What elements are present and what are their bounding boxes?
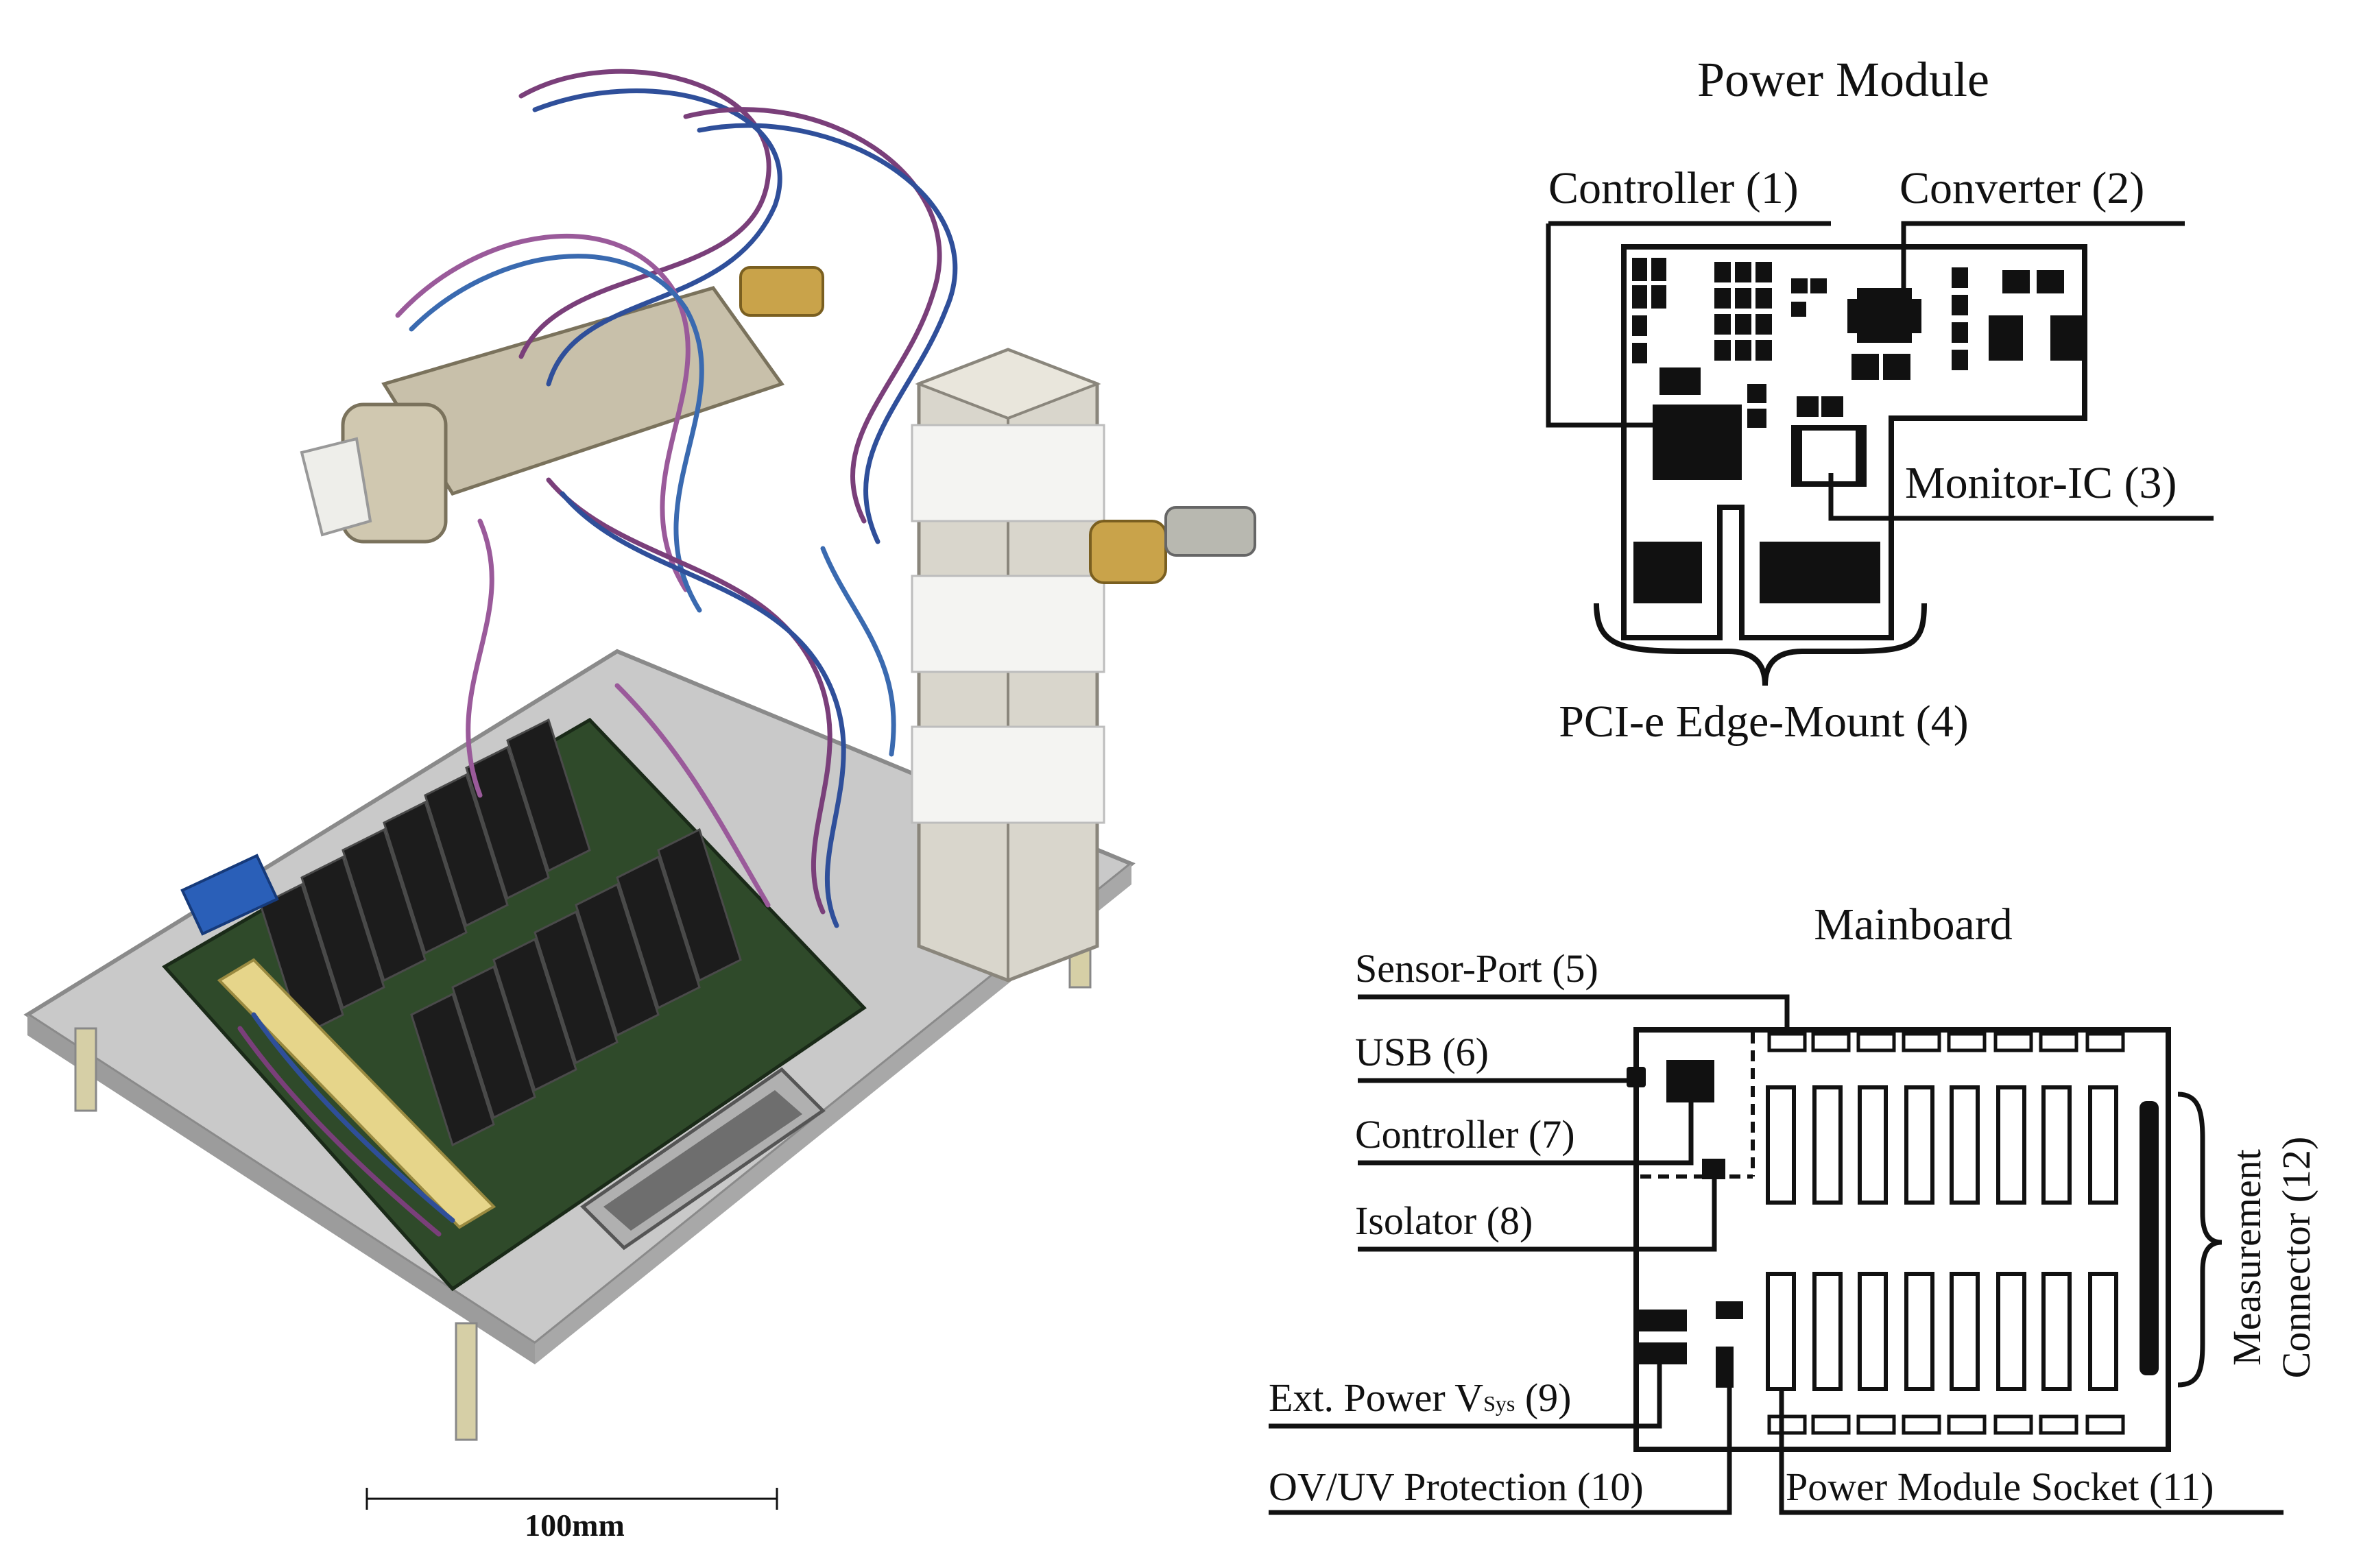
label-ov-uv-protection-10: OV/UV Protection (10) (1269, 1464, 1644, 1509)
measurement-connector-photo (217, 958, 496, 1229)
label-sensor-port-5: Sensor-Port (5) (1355, 946, 1598, 991)
power-module-sockets-lower (1766, 1272, 2118, 1391)
label-converter-2: Converter (2) (1899, 163, 2144, 213)
power-module-cards (259, 718, 742, 1147)
pcie-brace (1594, 603, 1927, 686)
brass-fitting (1089, 506, 1256, 584)
mainboard-title: Mainboard (1814, 900, 2013, 950)
mainboard-leaders (1269, 994, 2284, 1515)
label-isolator-8: Isolator (8) (1355, 1198, 1533, 1243)
scale-bar-label: 100mm (525, 1508, 625, 1543)
label-monitor-ic-3: Monitor-IC (3) (1905, 458, 2177, 508)
mainboard-diagram: Mainboard (1269, 900, 2318, 1515)
sensor-ports (1767, 1032, 2125, 1052)
wire-harness (237, 69, 958, 1237)
label-ext-power-9: Ext. Power VSys (9) (1269, 1375, 1571, 1420)
socket-pins (1767, 1414, 2125, 1435)
power-module-components (1632, 258, 2085, 603)
label-controller-1: Controller (1) (1548, 163, 1799, 213)
hardware-photo: 100mm (23, 69, 1256, 1543)
power-module-diagram: Power Module (1546, 52, 2214, 747)
measurement-connector-bar (2140, 1101, 2159, 1375)
scale-bar: 100mm (365, 1488, 778, 1543)
measurement-connector-brace (2177, 1091, 2222, 1388)
sensor-block (300, 266, 824, 544)
label-controller-7: Controller (7) (1355, 1112, 1575, 1157)
power-module-outline (1621, 244, 2087, 640)
power-module-title: Power Module (1697, 52, 1989, 107)
label-power-module-socket-11: Power Module Socket (11) (1786, 1464, 2214, 1509)
label-measurement-connector-12-line2: Connector (12) (2274, 1137, 2318, 1379)
standoff (74, 1027, 97, 1112)
power-module-sockets-upper (1766, 1085, 2118, 1205)
mainboard-components (1627, 1060, 1743, 1388)
blue-terminal (180, 854, 279, 936)
isolation-barrier (1640, 1033, 1755, 1179)
label-pcie-edge-mount-4: PCI-e Edge-Mount (4) (1559, 697, 1969, 747)
label-measurement-connector-12-line1: Measurement (2225, 1149, 2269, 1366)
mainboard-outline (1633, 1027, 2171, 1452)
label-usb-6: USB (6) (1355, 1030, 1489, 1074)
standoff (455, 1322, 478, 1441)
tape-bands (911, 424, 1105, 824)
power-module-leaders (1546, 221, 2214, 521)
